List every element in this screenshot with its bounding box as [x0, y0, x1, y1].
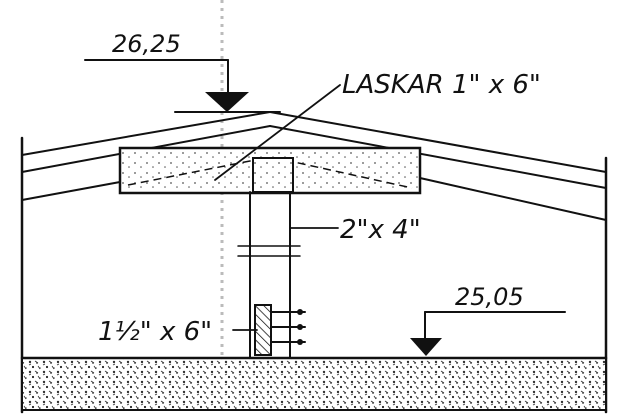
- plank-1half-x6: [254, 304, 306, 356]
- elevation-label-top: 26,25: [112, 30, 181, 58]
- ring-beam: [118, 146, 422, 195]
- laskar-label: LASKAR 1" x 6": [342, 70, 541, 100]
- elevation-marker-floor: [410, 311, 566, 356]
- size-2x4-label: 2"x 4": [340, 215, 421, 245]
- elevation-marker-top: [84, 59, 281, 113]
- ground-fill: [21, 357, 607, 411]
- laskar-leader: [214, 84, 341, 181]
- size-1half-x6-label: 1½" x 6": [98, 317, 212, 347]
- elevation-label-floor: 25,05: [455, 283, 524, 311]
- laskar-block: [252, 157, 294, 193]
